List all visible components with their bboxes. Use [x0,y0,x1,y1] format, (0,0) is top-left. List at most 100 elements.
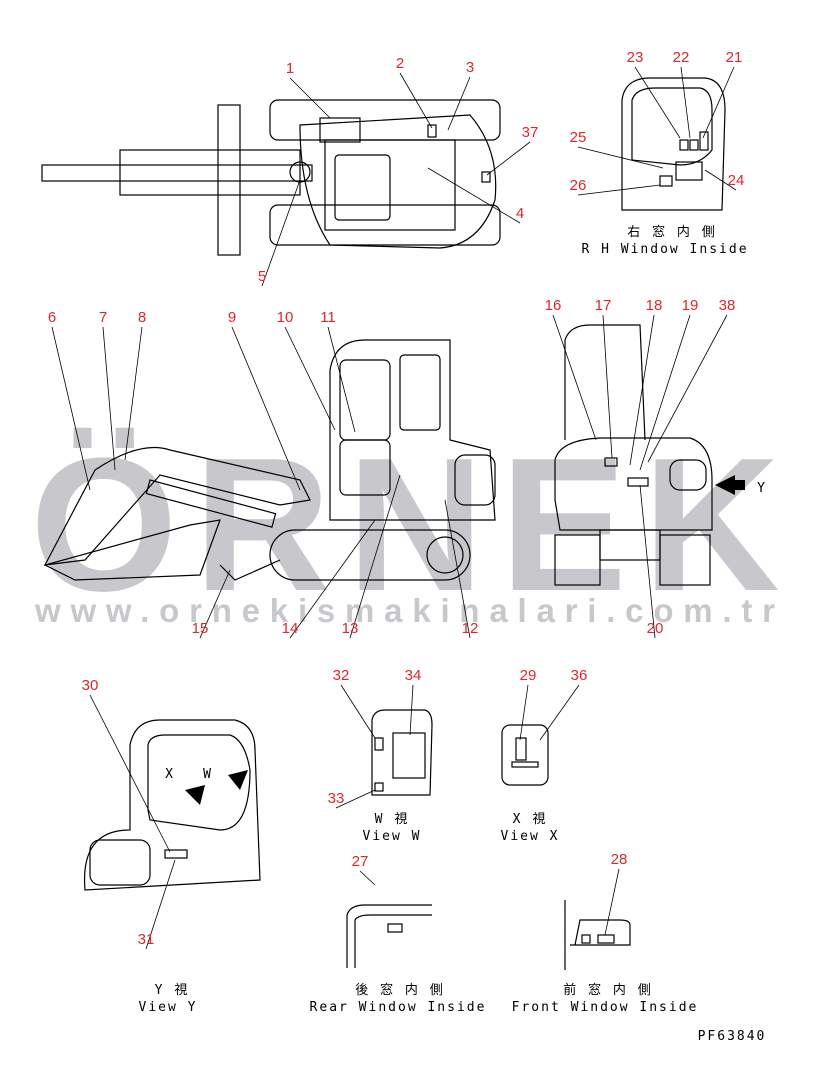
callout-2: 2 [396,55,404,72]
leader-line-30 [89,694,171,853]
callout-22: 22 [673,49,690,66]
callout-25: 25 [570,129,587,146]
caption-rear-jp: 後 窓 内 側 [355,982,444,998]
callout-16: 16 [545,297,562,314]
caption-rh-en: R H Window Inside [581,242,748,257]
callout-15: 15 [192,620,209,637]
leader-line-28 [604,868,620,936]
callout-4: 4 [516,205,524,222]
leader-line-20 [639,484,656,639]
callout-29: 29 [520,667,537,684]
leader-line-14 [289,519,376,639]
leader-line-22 [680,66,691,139]
leader-line-32 [340,684,376,739]
leader-line-24 [704,169,737,191]
leader-line-36 [539,684,580,741]
arrow-w-icon [228,770,248,790]
leader-line-37 [486,141,531,176]
callout-18: 18 [646,297,663,314]
view-x-drawing [501,724,549,786]
view-x-marker: X [165,767,175,782]
callout-26: 26 [570,177,587,194]
callout-6: 6 [48,309,56,326]
leader-line-21 [702,66,735,139]
leader-line-10 [284,326,336,431]
callout-1: 1 [286,60,294,77]
leader-line-4 [427,167,521,224]
callout-8: 8 [138,309,146,326]
view-w-marker: W [203,767,213,782]
callout-20: 20 [647,620,664,637]
leader-line-9 [231,326,301,491]
leader-line-12 [444,499,471,639]
caption-front-jp: 前 窓 内 側 [563,982,652,998]
caption-vy-en: View Y [139,1000,198,1015]
view-w-drawing [371,709,433,796]
caption-vw-jp: W 視 [375,812,410,827]
rh-window-drawing [621,77,726,211]
callout-28: 28 [611,851,628,868]
caption-vx-jp: X 視 [513,812,548,827]
leader-line-15 [199,569,231,639]
caption-vy-jp: Y 視 [155,983,190,998]
callout-3: 3 [466,59,474,76]
callout-31: 31 [138,931,155,948]
callout-5: 5 [258,268,266,285]
callout-30: 30 [82,677,99,694]
callout-27: 27 [352,853,369,870]
callout-24: 24 [728,172,745,189]
leader-line-8 [124,326,143,461]
leader-line-1 [289,77,331,119]
callout-10: 10 [277,309,294,326]
callout-38: 38 [719,297,736,314]
callout-33: 33 [328,790,345,807]
drawing-number: PF63840 [698,1029,767,1044]
leader-line-31 [145,859,176,950]
leader-line-7 [102,326,116,471]
leader-line-5 [261,179,301,287]
callout-7: 7 [99,309,107,326]
leader-line-19 [639,314,691,471]
leader-line-38 [647,314,728,463]
leader-line-29 [519,684,529,741]
leader-line-18 [629,314,655,466]
callout-17: 17 [595,297,612,314]
callout-14: 14 [282,620,299,637]
leader-line-13 [349,474,401,639]
side-view-drawing [43,339,496,581]
leader-line-17 [602,314,613,459]
leader-line-26 [577,184,661,196]
callout-32: 32 [333,667,350,684]
callout-37: 37 [522,124,539,141]
callout-23: 23 [627,49,644,66]
callout-13: 13 [342,620,359,637]
leader-line-6 [51,326,91,491]
view-y-marker: Y [757,481,767,496]
leader-line-33 [335,789,376,809]
callout-34: 34 [405,667,422,684]
caption-vx-en: View X [501,829,560,844]
leader-line-3 [447,76,471,131]
rear-window-drawing [346,904,432,968]
leader-line-11 [327,326,356,433]
rear-view-drawing [554,324,745,586]
front-window-drawing [564,900,631,970]
callout-9: 9 [228,309,236,326]
leader-line-16 [552,314,597,441]
caption-rh-jp: 右 窓 内 側 [627,224,716,240]
arrow-x-icon [185,785,205,805]
view-y-arrow-icon [715,475,745,495]
watermark-logo: ÖRNEK [30,419,780,631]
callout-19: 19 [682,297,699,314]
top-view-drawing [41,99,501,256]
leader-line-25 [577,146,664,169]
caption-front-en: Front Window Inside [512,1000,699,1015]
callout-12: 12 [462,620,479,637]
leader-line-23 [634,66,681,139]
caption-vw-en: View W [363,829,422,844]
view-y-drawing [83,719,261,891]
callout-21: 21 [726,49,743,66]
caption-rear-en: Rear Window Inside [310,1000,487,1015]
